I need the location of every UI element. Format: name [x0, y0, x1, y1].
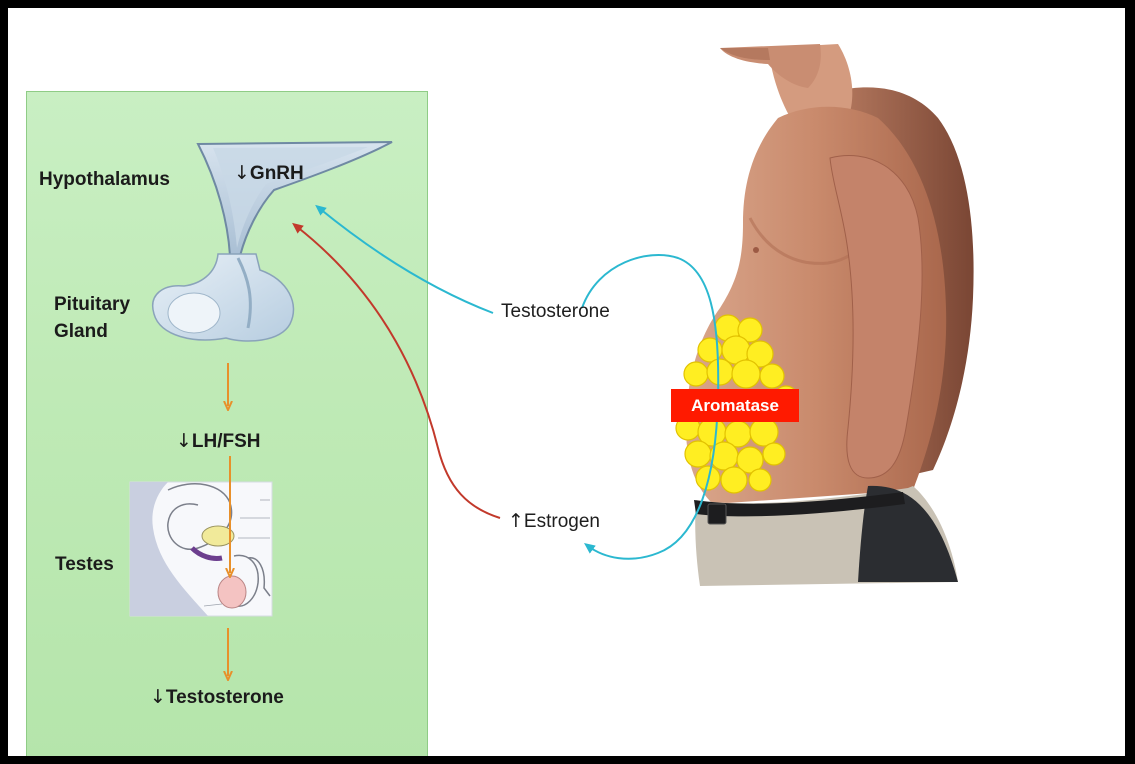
hypothalamus-label: Hypothalamus: [39, 169, 170, 191]
lh-fsh-label: ↓LH/FSH: [176, 431, 261, 453]
down-arrow-icon: ↓: [176, 430, 192, 452]
estrogen-label: ↑Estrogen: [508, 511, 600, 533]
pituitary-illustration: [153, 254, 294, 341]
low-testosterone-label: ↓Testosterone: [150, 687, 284, 709]
up-arrow-icon: ↑: [508, 510, 524, 532]
hypothalamus-illustration: [198, 142, 392, 256]
aromatase-badge: Aromatase: [671, 389, 799, 422]
testes-label: Testes: [55, 554, 114, 576]
gnrh-label: ↓GnRH: [234, 163, 304, 185]
pituitary-gland-label: Pituitary Gland: [54, 291, 130, 345]
down-arrow-icon: ↓: [234, 162, 250, 184]
red-arrow-estrogen-to-hypothalamus: [296, 226, 500, 518]
diagram-artwork: [8, 8, 1125, 756]
testosterone-feedback-label: Testosterone: [501, 301, 610, 323]
testes-anatomy-illustration: [130, 482, 272, 616]
down-arrow-icon: ↓: [150, 686, 166, 708]
teal-arrow-testosterone-to-hypothalamus: [319, 208, 493, 313]
